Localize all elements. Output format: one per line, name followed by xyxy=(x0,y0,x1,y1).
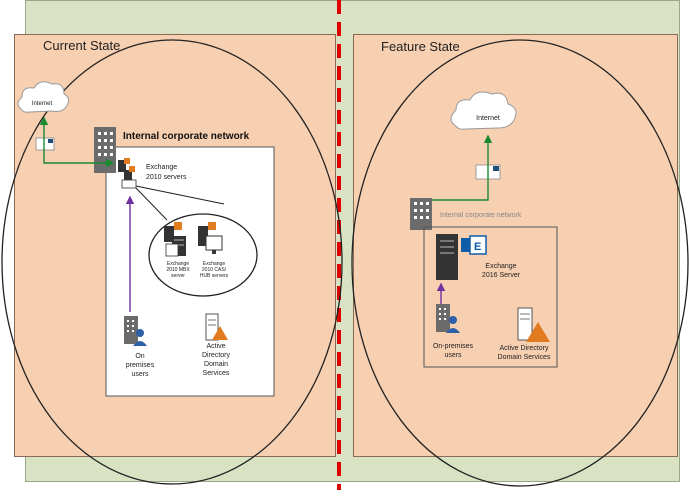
right-network-label: Internal corporate network xyxy=(440,212,522,219)
left-exchange-servers-icon xyxy=(118,158,137,189)
left-arrow-to-building xyxy=(43,158,115,168)
right-internet-label: Internet xyxy=(476,115,500,122)
right-ad-icon xyxy=(517,307,550,342)
left-mail-icon xyxy=(35,137,55,151)
right-network-box xyxy=(423,226,558,368)
mbx-server-icon xyxy=(164,222,186,257)
right-users-label: On-premises users xyxy=(432,343,474,359)
left-network-label: Internal corporate network xyxy=(123,131,250,142)
cas-label: Exchange 2010 CAS/ HUB servers xyxy=(199,261,229,279)
future-state-ellipse xyxy=(351,39,689,487)
right-exchange-label: Exchange 2016 Server xyxy=(481,263,521,279)
right-building-icon xyxy=(410,198,432,230)
right-cloud-icon xyxy=(450,91,517,130)
left-cloud-icon xyxy=(17,81,70,113)
current-state-ellipse xyxy=(1,39,343,485)
left-ad-label: Active Directory Domain Services xyxy=(201,343,230,377)
left-exchange-label: Exchange 2010 servers xyxy=(146,164,187,181)
current-state-title: Current State xyxy=(43,38,121,53)
left-users-label: On premises users xyxy=(125,353,155,378)
left-ad-icon xyxy=(205,313,228,341)
right-ad-label: Active Directory Domain Services xyxy=(497,345,551,361)
future-state-panel xyxy=(353,34,678,457)
left-internet-label: Internet xyxy=(31,101,53,107)
mbx-label: Exchange 2010 MBX server xyxy=(166,261,190,279)
svg-text:E: E xyxy=(474,241,481,253)
cas-server-icon xyxy=(198,222,223,254)
future-state-title: Feature State xyxy=(381,39,460,54)
left-users-icon xyxy=(124,316,147,346)
exchange-2016-server-icon: E xyxy=(436,234,487,280)
right-users-icon xyxy=(436,304,460,333)
left-zoom-ellipse xyxy=(148,213,258,297)
left-building-icon xyxy=(94,127,116,173)
